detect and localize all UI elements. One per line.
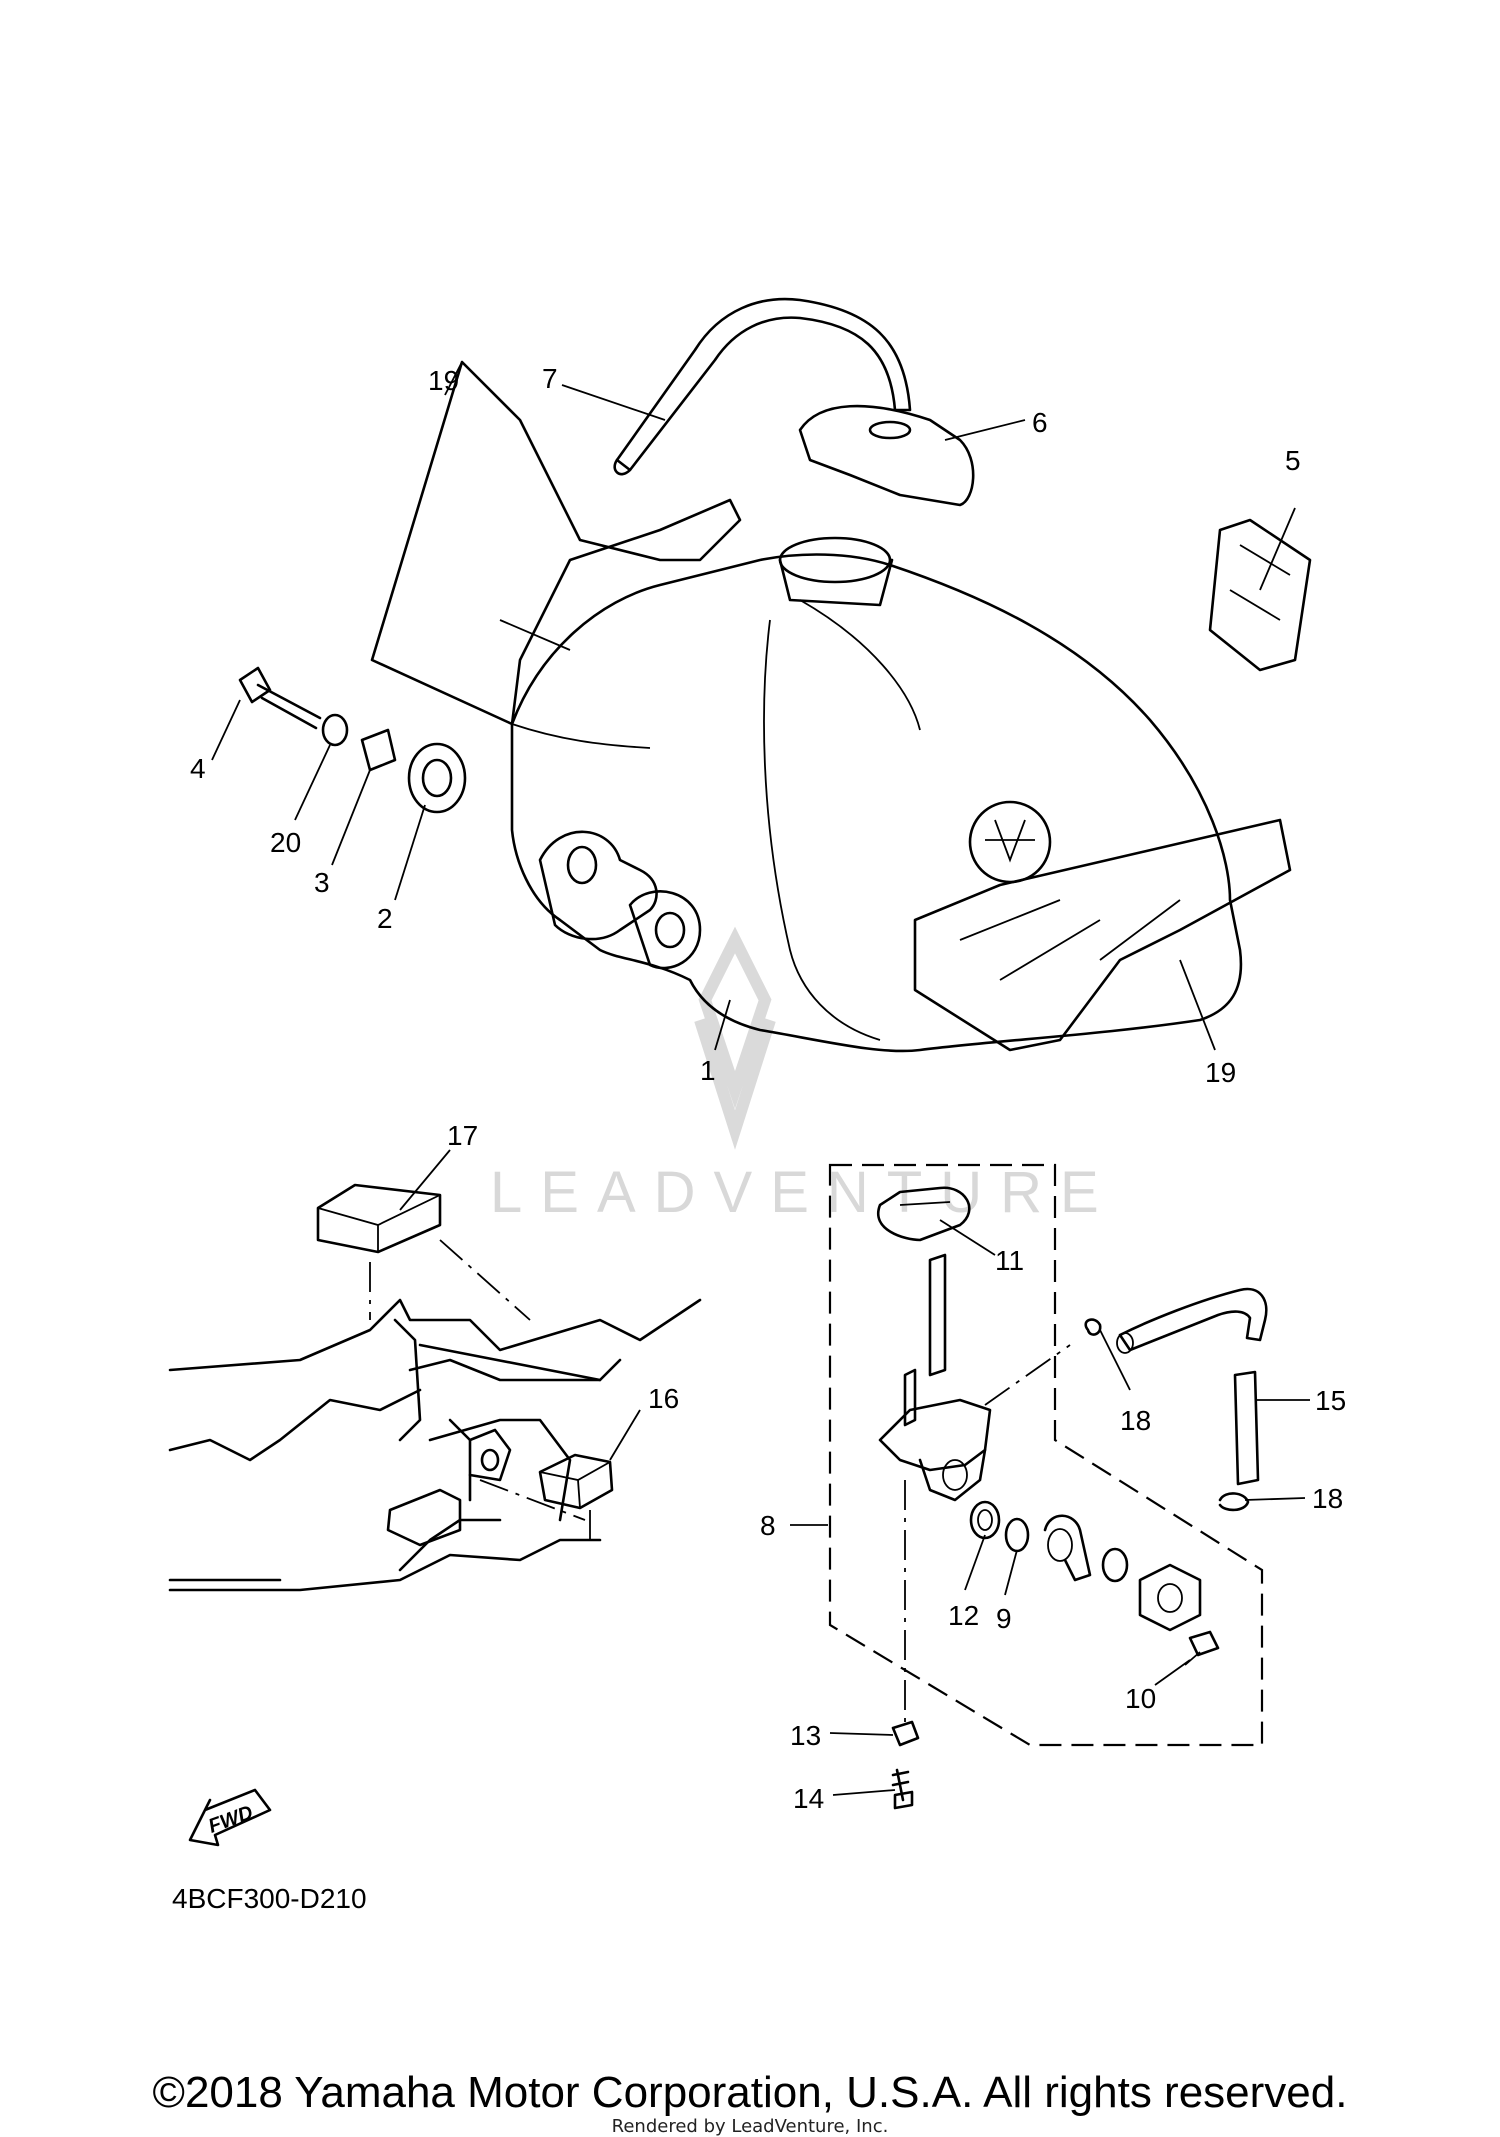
callout-18-lower: 18 <box>1312 1483 1343 1514</box>
tank-mount-bolt[interactable] <box>238 666 322 730</box>
callout-3: 3 <box>314 867 330 898</box>
callout-10: 10 <box>1125 1683 1156 1714</box>
callout-12: 12 <box>948 1600 979 1631</box>
callout-2: 2 <box>377 903 393 934</box>
tank-pad-17[interactable] <box>316 1183 442 1254</box>
lever-spring[interactable] <box>1043 1514 1092 1582</box>
fuel-tank-cap[interactable] <box>798 404 975 507</box>
callout-20: 20 <box>270 827 301 858</box>
callout-9: 9 <box>996 1603 1012 1634</box>
callout-13: 13 <box>790 1720 821 1751</box>
lever-washer[interactable] <box>1101 1547 1129 1583</box>
vent-hose[interactable] <box>613 297 912 476</box>
callout-4: 4 <box>190 753 206 784</box>
callout-labels: 19 7 6 5 4 20 3 2 1 19 17 16 11 18 15 18… <box>190 363 1346 1814</box>
callout-6: 6 <box>1032 407 1048 438</box>
callout-1: 1 <box>700 1055 716 1086</box>
collar[interactable] <box>360 728 397 772</box>
hose-clip-upper[interactable] <box>1084 1318 1102 1336</box>
callout-19-upper: 19 <box>428 365 459 396</box>
copyright-notice: ©2018 Yamaha Motor Corporation, U.S.A. A… <box>152 2068 1348 2117</box>
washer[interactable] <box>321 713 349 747</box>
callout-18-upper: 18 <box>1120 1405 1151 1436</box>
pad-bracket <box>386 1428 512 1547</box>
callout-16: 16 <box>648 1383 679 1414</box>
callout-11: 11 <box>995 1245 1024 1276</box>
fuel-tank[interactable] <box>510 536 1243 1053</box>
fuel-cock-assembly-lines <box>904 1344 1071 1725</box>
fwd-arrow-icon: FWD <box>188 1788 272 1847</box>
drain-screw[interactable] <box>891 1768 914 1810</box>
callout-7: 7 <box>542 363 558 394</box>
assembly-lines <box>369 1239 591 1545</box>
o-ring-9[interactable] <box>1004 1517 1030 1553</box>
fuel-cock-assembly-outline <box>828 1163 1264 1747</box>
cover-plate[interactable] <box>1138 1563 1202 1632</box>
callout-15: 15 <box>1315 1385 1346 1416</box>
leader-lines <box>211 361 1310 1796</box>
tank-graphic-decal-left[interactable] <box>370 360 742 726</box>
tank-graphic-decal-right[interactable] <box>913 818 1292 1052</box>
o-ring-12[interactable] <box>969 1500 1001 1540</box>
callout-14: 14 <box>793 1783 824 1814</box>
callout-8: 8 <box>760 1510 776 1541</box>
frame-section <box>168 1298 702 1592</box>
tank-emblem[interactable] <box>1208 518 1312 672</box>
fuel-hose[interactable] <box>1116 1287 1268 1486</box>
fuel-cock-body[interactable] <box>878 1253 992 1502</box>
callout-5: 5 <box>1285 445 1301 476</box>
figure-code: 4BCF300-D210 <box>172 1883 367 1914</box>
grommet[interactable] <box>407 742 467 814</box>
leadventure-watermark: LEADVENTURE <box>490 926 1117 1225</box>
hose-clip-lower[interactable] <box>1218 1492 1250 1512</box>
watermark-text: LEADVENTURE <box>490 1160 1117 1225</box>
rendered-by-notice: Rendered by LeadVenture, Inc. <box>611 2116 889 2137</box>
callout-19-lower: 19 <box>1205 1057 1236 1088</box>
drain-nut[interactable] <box>891 1720 920 1747</box>
fuel-cock-gasket[interactable] <box>876 1186 971 1242</box>
tank-pad-16[interactable] <box>538 1453 614 1510</box>
callout-17: 17 <box>447 1120 478 1151</box>
